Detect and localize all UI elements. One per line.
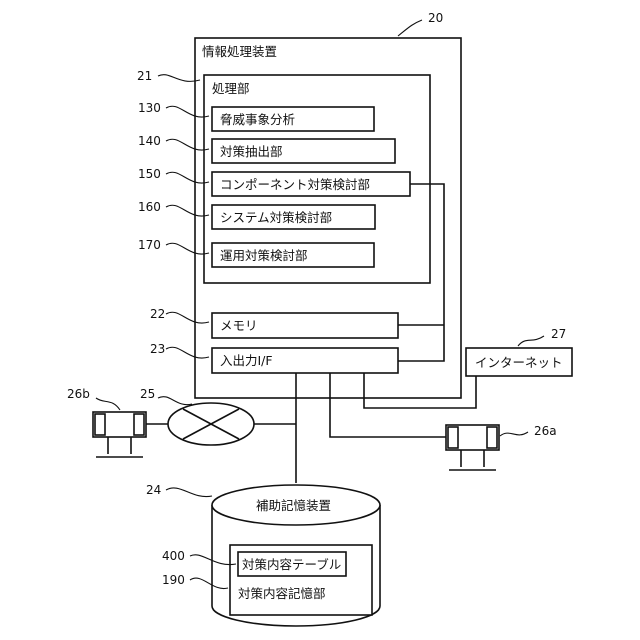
terminal-b-ref: 26b [67, 387, 90, 401]
module-countermeasure-extraction-label: 対策抽出部 [220, 144, 283, 159]
module-threat-analysis-label: 脅威事象分析 [220, 112, 295, 127]
module-150-ref: 150 [138, 167, 161, 181]
processor-label: 処理部 [212, 81, 250, 96]
module-system-review-label: システム対策検討部 [220, 210, 332, 225]
network-ref-leader [158, 397, 192, 405]
network-ref: 25 [140, 387, 155, 401]
terminal-b-ref-leader [96, 398, 120, 410]
processor-ref-leader [158, 75, 200, 82]
terminal-a-ref-leader [500, 432, 528, 436]
internet-ref: 27 [551, 327, 566, 341]
device-ref: 20 [428, 11, 443, 25]
device-label: 情報処理装置 [202, 44, 277, 59]
content-store-label: 対策内容記憶部 [238, 586, 326, 601]
module-130-ref: 130 [138, 101, 161, 115]
module-140-ref: 140 [138, 134, 161, 148]
terminal-b-icon [93, 412, 146, 457]
table-label: 対策内容テーブル [242, 557, 341, 572]
module-operation-review-label: 運用対策検討部 [220, 248, 308, 263]
memory-ref: 22 [150, 307, 165, 321]
io-ref: 23 [150, 342, 165, 356]
module-170-ref: 170 [138, 238, 161, 252]
internet-label: インターネット [475, 355, 563, 370]
module-component-review-label: コンポーネント対策検討部 [220, 177, 370, 192]
storage-ref: 24 [146, 483, 161, 497]
memory-label: メモリ [220, 318, 258, 333]
terminal-a-icon [446, 425, 499, 470]
processor-ref: 21 [137, 69, 152, 83]
storage-ref-leader [166, 488, 212, 497]
device-ref-leader [398, 20, 422, 36]
storage-label: 補助記憶装置 [256, 498, 331, 513]
terminal-a-ref: 26a [534, 424, 557, 438]
table-ref: 400 [162, 549, 185, 563]
content-store-ref: 190 [162, 573, 185, 587]
module-160-ref: 160 [138, 200, 161, 214]
io-label: 入出力I/F [220, 353, 273, 368]
internet-ref-leader [518, 336, 544, 346]
